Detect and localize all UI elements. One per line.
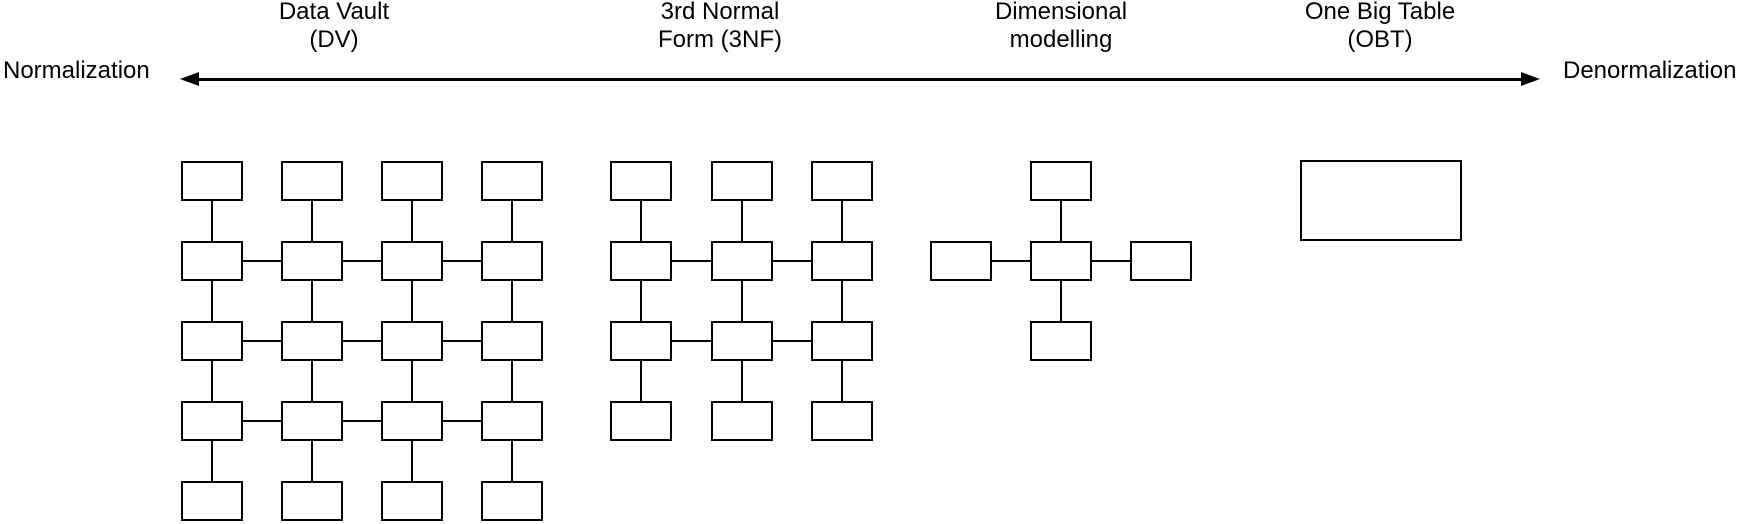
dimensional-table-box bbox=[1030, 241, 1092, 281]
relationship-line bbox=[211, 281, 213, 321]
relationship-line bbox=[1060, 281, 1062, 321]
data-vault-table-box bbox=[381, 241, 443, 281]
relationship-line bbox=[311, 361, 313, 401]
3nf-table-box bbox=[711, 321, 773, 361]
relationship-line bbox=[640, 281, 642, 321]
3nf-table-box bbox=[610, 401, 672, 441]
3nf-table-box bbox=[610, 241, 672, 281]
3nf-table-box bbox=[711, 161, 773, 201]
3nf-table-box bbox=[811, 401, 873, 441]
relationship-line bbox=[672, 260, 711, 262]
3nf-table-box bbox=[610, 321, 672, 361]
relationship-line bbox=[211, 201, 213, 241]
relationship-line bbox=[443, 260, 481, 262]
relationship-line bbox=[841, 201, 843, 241]
normalization-label: Normalization bbox=[3, 57, 150, 84]
relationship-line bbox=[640, 201, 642, 241]
data-vault-table-box bbox=[181, 321, 243, 361]
data-vault-table-box bbox=[181, 161, 243, 201]
data-vault-table-box bbox=[481, 241, 543, 281]
relationship-line bbox=[343, 420, 381, 422]
obt-table-box bbox=[1300, 160, 1462, 241]
3nf-table-box bbox=[811, 241, 873, 281]
data-vault-table-box bbox=[281, 161, 343, 201]
relationship-line bbox=[511, 441, 513, 481]
data-vault-table-box bbox=[481, 161, 543, 201]
3nf-table-box bbox=[711, 241, 773, 281]
data-vault-table-box bbox=[381, 321, 443, 361]
denormalization-label: Denormalization bbox=[1563, 57, 1737, 84]
data-vault-table-box bbox=[381, 161, 443, 201]
relationship-line bbox=[243, 260, 281, 262]
dimensional-table-box bbox=[1030, 161, 1092, 201]
relationship-line bbox=[511, 281, 513, 321]
category-label-data-vault: Data Vault(DV) bbox=[278, 0, 390, 53]
relationship-line bbox=[511, 361, 513, 401]
relationship-line bbox=[411, 361, 413, 401]
3nf-table-box bbox=[711, 401, 773, 441]
data-vault-table-box bbox=[281, 241, 343, 281]
relationship-line bbox=[443, 340, 481, 342]
category-label-obt: One Big Table(OBT) bbox=[1304, 0, 1456, 53]
relationship-line bbox=[243, 340, 281, 342]
3nf-table-box bbox=[811, 161, 873, 201]
data-vault-table-box bbox=[281, 321, 343, 361]
relationship-line bbox=[411, 281, 413, 321]
relationship-line bbox=[311, 281, 313, 321]
3nf-table-box bbox=[811, 321, 873, 361]
data-vault-table-box bbox=[281, 401, 343, 441]
relationship-line bbox=[773, 340, 811, 342]
relationship-line bbox=[211, 361, 213, 401]
data-vault-table-box bbox=[281, 481, 343, 521]
arrowhead-right-icon bbox=[1521, 72, 1540, 86]
data-vault-table-box bbox=[381, 401, 443, 441]
relationship-line bbox=[443, 420, 481, 422]
spectrum-arrow-shaft bbox=[196, 78, 1524, 81]
relationship-line bbox=[672, 340, 711, 342]
dimensional-table-box bbox=[1030, 321, 1092, 361]
3nf-table-box bbox=[610, 161, 672, 201]
relationship-line bbox=[1060, 201, 1062, 241]
relationship-line bbox=[411, 441, 413, 481]
relationship-line bbox=[741, 281, 743, 321]
relationship-line bbox=[511, 201, 513, 241]
relationship-line bbox=[640, 361, 642, 401]
data-vault-table-box bbox=[481, 481, 543, 521]
relationship-line bbox=[841, 361, 843, 401]
data-vault-table-box bbox=[381, 481, 443, 521]
relationship-line bbox=[311, 201, 313, 241]
relationship-line bbox=[243, 420, 281, 422]
relationship-line bbox=[741, 361, 743, 401]
dimensional-table-box bbox=[1130, 241, 1192, 281]
data-vault-table-box bbox=[481, 401, 543, 441]
dimensional-table-box bbox=[930, 241, 992, 281]
arrowhead-left-icon bbox=[180, 72, 199, 86]
data-vault-table-box bbox=[181, 241, 243, 281]
relationship-line bbox=[211, 441, 213, 481]
relationship-line bbox=[773, 260, 811, 262]
relationship-line bbox=[343, 260, 381, 262]
data-vault-table-box bbox=[181, 401, 243, 441]
relationship-line bbox=[343, 340, 381, 342]
relationship-line bbox=[411, 201, 413, 241]
relationship-line bbox=[841, 281, 843, 321]
relationship-line bbox=[1092, 260, 1130, 262]
data-vault-table-box bbox=[181, 481, 243, 521]
relationship-line bbox=[992, 260, 1030, 262]
relationship-line bbox=[741, 201, 743, 241]
data-vault-table-box bbox=[481, 321, 543, 361]
relationship-line bbox=[311, 441, 313, 481]
